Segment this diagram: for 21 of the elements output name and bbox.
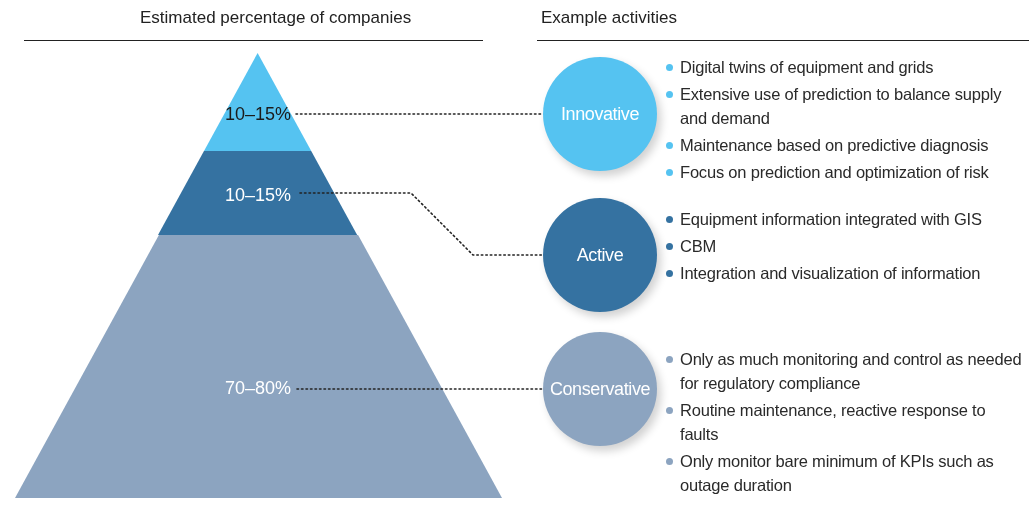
category-label: Conservative	[549, 378, 651, 400]
bullet-item: Maintenance based on predictive diagnosis	[666, 133, 1026, 157]
bullet-item: Only monitor bare minimum of KPIs such as outage duration	[666, 449, 1026, 497]
bullet-item: Extensive use of prediction to balance supply and demand	[666, 82, 1026, 130]
bullet-item: CBM	[666, 234, 1026, 258]
bullet-item: Digital twins of equipment and grids	[666, 55, 1026, 79]
leader-line	[295, 113, 544, 115]
bullet-item: Routine maintenance, reactive response to faults	[666, 398, 1026, 446]
category-label: Innovative	[560, 103, 640, 125]
column-heading: Example activities	[541, 8, 678, 28]
leader-line	[296, 388, 544, 390]
category-label: Active	[576, 244, 624, 266]
leader-line	[299, 192, 544, 256]
column-heading: Estimated percentage of companies	[140, 8, 412, 28]
percentage-label: 70–80%	[224, 378, 292, 398]
bullet-item: Equipment information integrated with GIS	[666, 207, 1026, 231]
percentage-label: 10–15%	[224, 104, 291, 124]
bullet-item: Only as much monitoring and control as needed for regulatory compliance	[666, 347, 1026, 395]
bullet-item: Integration and visualization of information	[666, 261, 1026, 285]
bullet-item: Focus on prediction and optimization of risk	[666, 160, 1026, 184]
percentage-label: 10–15%	[224, 185, 291, 205]
